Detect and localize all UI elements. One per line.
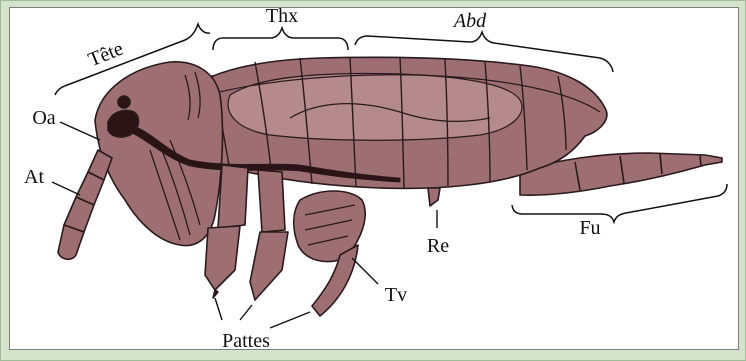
legs	[205, 165, 365, 316]
gut-shape	[228, 73, 522, 140]
label-abd: Abd	[452, 10, 487, 32]
head-shape	[95, 62, 222, 246]
bracket-thx	[213, 28, 348, 50]
label-tv: Tv	[385, 284, 407, 306]
label-tete: Tête	[85, 38, 126, 72]
insect-body	[58, 57, 722, 316]
label-pattes: Pattes	[222, 330, 270, 352]
label-thx: Thx	[266, 5, 298, 27]
label-at: At	[24, 166, 44, 188]
antenna	[58, 150, 112, 259]
label-re: Re	[427, 235, 449, 257]
label-fu: Fu	[579, 217, 600, 239]
retinaculum	[428, 188, 440, 206]
label-oa: Oa	[32, 107, 55, 129]
